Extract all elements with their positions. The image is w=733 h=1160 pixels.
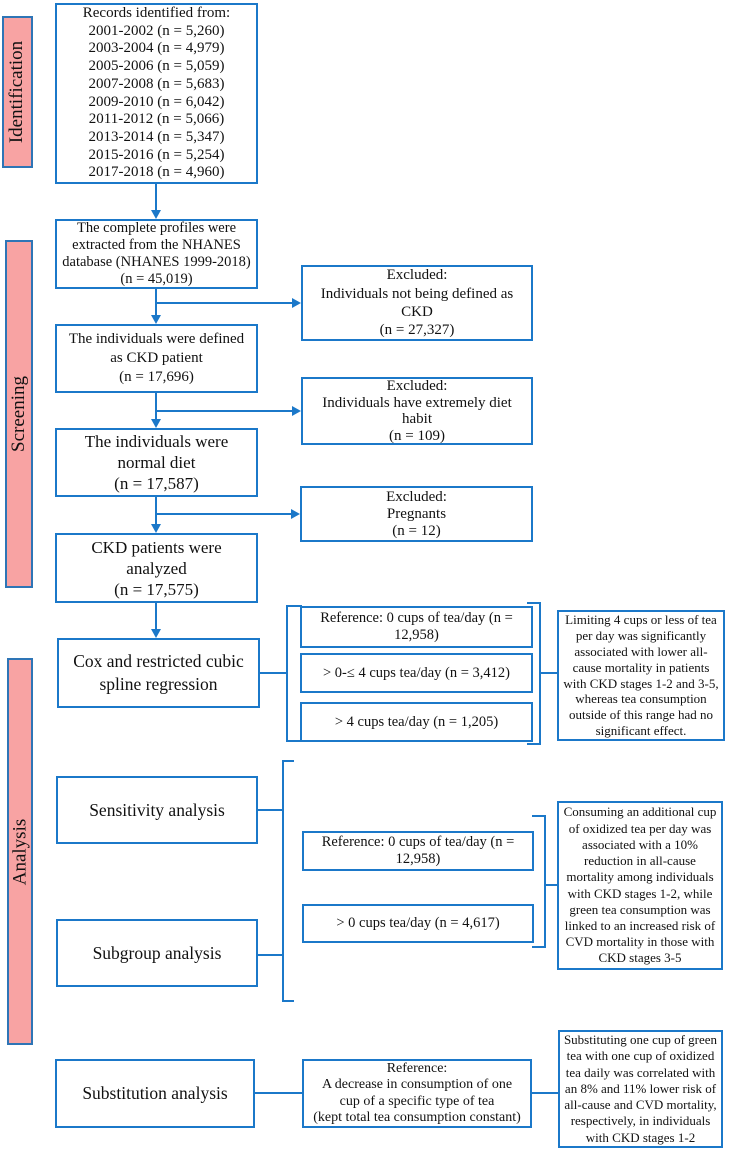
box-excluded-pregnants: Excluded: Pregnants (n = 12)	[300, 486, 533, 542]
box-substitution-reference: Reference: A decrease in consumption of …	[302, 1059, 532, 1128]
box-cox-regression: Cox and restricted cubic spline regressi…	[57, 638, 260, 708]
connector-subgroup-to-bracket	[258, 954, 284, 956]
bracket-cox-right-vertical	[539, 602, 541, 745]
bracket-cox-left-top-tick	[286, 605, 302, 607]
arrowhead-records-to-profiles	[151, 210, 161, 219]
box-finding-cox: Limiting 4 cups or less of tea per day w…	[557, 610, 725, 741]
connector-to-excluded-pregnants	[156, 513, 292, 515]
box-subgroup-reference: Reference: 0 cups of tea/day (n = 12,958…	[302, 831, 534, 871]
arrowhead-to-excluded-not-ckd	[292, 298, 301, 308]
connector-records-to-profiles	[155, 184, 157, 212]
connector-bracket-to-finding-cox	[541, 672, 557, 674]
stage-label-identification: Identification	[2, 16, 33, 168]
connector-ckd-analyzed-to-cox	[155, 603, 157, 631]
connector-to-excluded-diet-habit	[156, 410, 293, 412]
bracket-subgroup-right-vertical	[544, 815, 546, 948]
bracket-analysis-top-tick	[282, 760, 294, 762]
box-complete-profiles: The complete profiles were extracted fro…	[55, 219, 258, 289]
bracket-cox-right-bottom-tick	[527, 743, 541, 745]
connector-bracket-to-finding-subgroup	[546, 884, 558, 886]
arrowhead-profiles-to-ckd-defined	[151, 315, 161, 324]
connector-reference-to-finding-substitution	[532, 1092, 558, 1094]
connector-cox-to-bracket	[260, 672, 288, 674]
box-records: Records identified from: 2001-2002 (n = …	[55, 3, 258, 184]
box-cox-low-tea: > 0-≤ 4 cups tea/day (n = 3,412)	[300, 653, 533, 693]
connector-ckd-defined-to-normal-diet	[155, 393, 157, 421]
connector-substitution-to-reference	[255, 1092, 302, 1094]
bracket-cox-left-bottom-tick	[286, 740, 302, 742]
box-cox-high-tea: > 4 cups tea/day (n = 1,205)	[300, 702, 533, 742]
box-finding-substitution: Substituting one cup of green tea with o…	[558, 1030, 723, 1148]
arrowhead-normal-diet-to-ckd-analyzed	[151, 524, 161, 533]
connector-to-excluded-not-ckd	[156, 302, 293, 304]
box-excluded-not-ckd: Excluded: Individuals not being defined …	[301, 265, 533, 341]
box-sensitivity-analysis: Sensitivity analysis	[56, 776, 258, 844]
box-subgroup-any-tea: > 0 cups tea/day (n = 4,617)	[302, 904, 534, 943]
box-finding-subgroup: Consuming an additional cup of oxidized …	[557, 801, 723, 970]
bracket-cox-right-top-tick	[527, 602, 541, 604]
bracket-analysis-vertical	[282, 760, 284, 1002]
arrowhead-ckd-analyzed-to-cox	[151, 629, 161, 638]
stage-label-identification-text: Identification	[6, 40, 28, 144]
connector-normal-diet-to-ckd-analyzed	[155, 497, 157, 526]
bracket-analysis-bottom-tick	[282, 1000, 294, 1002]
box-ckd-defined: The individuals were defined as CKD pati…	[55, 324, 258, 393]
box-subgroup-analysis: Subgroup analysis	[56, 919, 258, 987]
box-substitution-analysis: Substitution analysis	[55, 1059, 255, 1128]
arrowhead-to-excluded-diet-habit	[292, 406, 301, 416]
bracket-cox-left-vertical	[286, 605, 288, 742]
stage-label-analysis: Analysis	[7, 658, 33, 1045]
stage-label-screening: Screening	[5, 240, 33, 588]
box-normal-diet: The individuals were normal diet (n = 17…	[55, 428, 258, 497]
arrowhead-to-excluded-pregnants	[291, 509, 300, 519]
bracket-subgroup-right-bottom-tick	[532, 946, 546, 948]
stage-label-analysis-text: Analysis	[9, 818, 30, 885]
stage-label-screening-text: Screening	[8, 376, 30, 452]
connector-sensitivity-to-bracket	[258, 809, 284, 811]
arrowhead-ckd-defined-to-normal-diet	[151, 419, 161, 428]
bracket-subgroup-right-top-tick	[532, 815, 546, 817]
box-ckd-analyzed: CKD patients were analyzed (n = 17,575)	[55, 533, 258, 603]
box-cox-reference: Reference: 0 cups of tea/day (n = 12,958…	[300, 606, 533, 648]
box-excluded-diet-habit: Excluded: Individuals have extremely die…	[301, 377, 533, 445]
